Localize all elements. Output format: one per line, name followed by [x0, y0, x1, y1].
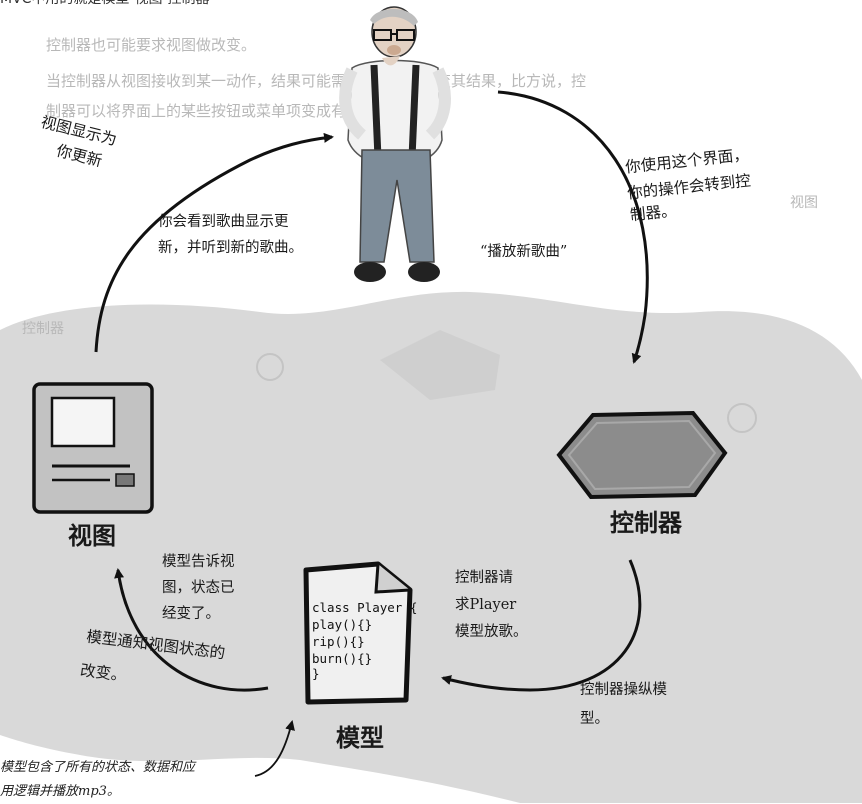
step-model-tells-view-2: 图，状态已: [162, 580, 235, 596]
controller-hexagon-icon: [556, 410, 728, 500]
step-model-tells-view-1: 模型告诉视: [162, 554, 235, 570]
bg-text-3: 制器可以将界面上的某些按钮或菜单项变成有效或无效。: [46, 102, 422, 120]
step-controller-manipulates-2: 型。: [580, 711, 609, 727]
background-blob-shade: [380, 330, 500, 400]
code-line-2: play(){}: [312, 617, 373, 632]
bg-text-5: 控制器: [22, 321, 64, 337]
step-model-tells-view-3: 经变了。: [162, 606, 220, 622]
bg-text-1: 控制器也可能要求视图做改变。: [46, 36, 257, 54]
code-line-4: burn(){}: [312, 651, 373, 666]
model-label: 模型: [336, 724, 384, 752]
user-figure-icon: [339, 6, 451, 282]
step-play-request: “播放新歌曲”: [480, 244, 568, 260]
step-you-see-2: 新，并听到新的歌曲。: [158, 240, 303, 256]
model-document-icon: [303, 561, 413, 705]
step-you-see-1: 你会看到歌曲显示更: [158, 214, 289, 230]
controller-label: 控制器: [610, 509, 682, 537]
view-device-icon: [32, 382, 154, 514]
header-fragment: MVC中用的就是模型-视图-控制器: [0, 0, 210, 8]
bg-text-4: 视图: [790, 195, 818, 211]
step-model-notifies-2: 改变。: [79, 661, 128, 685]
arrow-view-to-user: [94, 132, 334, 353]
arrow-controller-to-model: [441, 559, 642, 692]
step-user-action-3: 制器。: [629, 201, 678, 225]
step-controller-asks-2: 求Player: [455, 597, 517, 613]
footnote-line-1: 模型包含了所有的状态、数据和应: [0, 760, 196, 775]
code-line-3: rip(){}: [312, 634, 365, 649]
bg-text-2: 当控制器从视图接收到某一动作，结果可能需要告诉视图改变其结果，比方说，控: [46, 72, 587, 90]
footnote-line-2: 用逻辑并播放mp3。: [0, 784, 120, 799]
step-controller-asks-3: 模型放歌。: [455, 624, 528, 640]
arrow-model-to-view: [114, 568, 269, 692]
background-circle-2: [727, 403, 757, 433]
view-label: 视图: [68, 522, 116, 550]
arrow-footnote-pointer: [254, 720, 295, 777]
code-line-5: }: [312, 666, 320, 681]
code-line-1: class Player {: [312, 600, 418, 615]
step-controller-asks-1: 控制器请: [455, 570, 513, 586]
step-controller-manipulates-1: 控制器操纵模: [580, 682, 667, 698]
background-circle-1: [256, 353, 284, 381]
arrow-user-to-controller: [497, 90, 649, 364]
